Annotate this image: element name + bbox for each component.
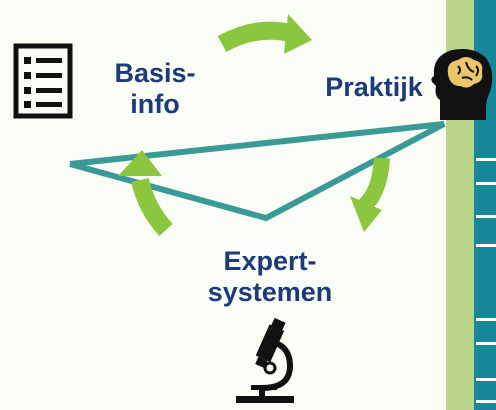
arrow-top: [217, 14, 312, 54]
microscope-icon: [236, 317, 294, 403]
side-strip-ticks: [476, 158, 496, 403]
label-praktijk: Praktijk: [314, 72, 434, 103]
label-basisinfo: Basis- info: [100, 58, 210, 120]
cycle-line: [69, 121, 446, 222]
checklist-icon: [13, 43, 73, 119]
label-expertsystemen: Expert- systemen: [190, 246, 350, 308]
arrow-right: [350, 157, 390, 232]
label-basisinfo-line1: Basis-: [114, 58, 196, 88]
label-expertsystemen-line1: Expert-: [223, 246, 317, 276]
label-basisinfo-line2: info: [130, 89, 180, 119]
brain-head-icon: [431, 49, 493, 120]
label-praktijk-text: Praktijk: [325, 72, 423, 102]
arrow-left: [118, 150, 173, 237]
label-expertsystemen-line2: systemen: [207, 277, 333, 307]
